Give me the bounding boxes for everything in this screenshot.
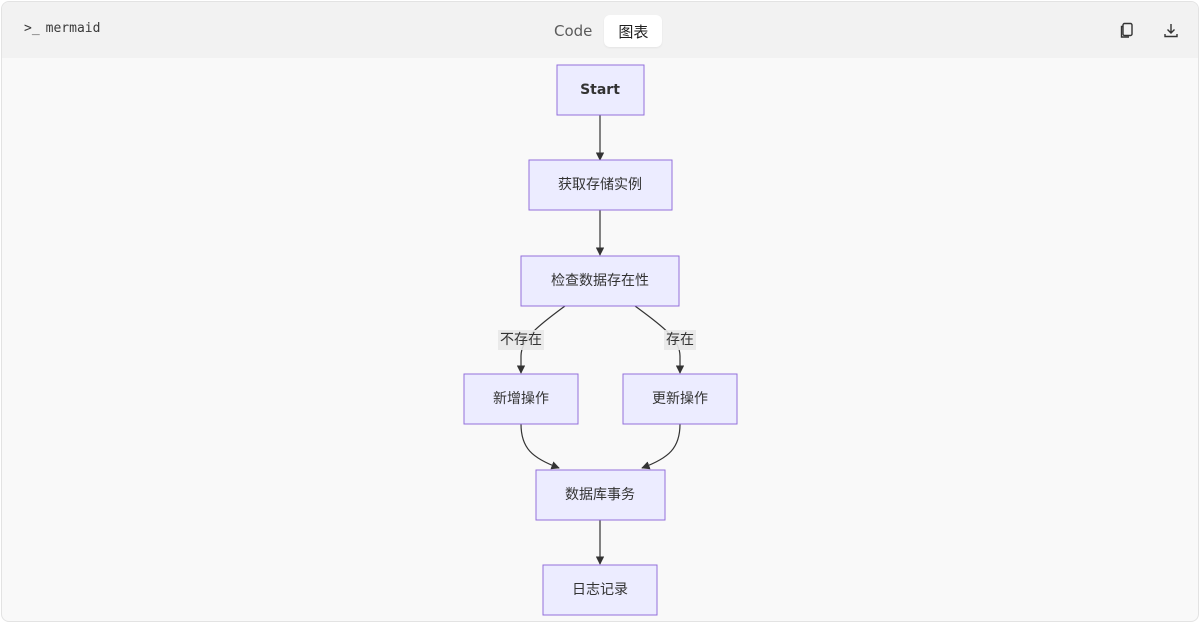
node-add: 新增操作: [463, 373, 579, 425]
node-get-storage: 获取存储实例: [528, 159, 673, 211]
node-update: 更新操作: [622, 373, 738, 425]
node-add-label: 新增操作: [493, 391, 549, 407]
tab-code[interactable]: Code: [554, 22, 593, 40]
node-update-label: 更新操作: [652, 391, 708, 407]
edge-label-exists: 存在: [664, 330, 696, 350]
node-transaction: 数据库事务: [535, 469, 666, 521]
node-start-label: Start: [580, 82, 620, 98]
copy-button[interactable]: [1116, 19, 1138, 41]
edge-label-not-exists: 不存在: [498, 330, 544, 350]
edge-label-exists-text: 存在: [666, 332, 694, 348]
diagram-canvas: 不存在 存在 Start 获取存储实例 检查数据存在性 新增操作: [2, 58, 1198, 621]
code-block-header: >_ mermaid Code 图表: [2, 2, 1198, 58]
node-get-storage-label: 获取存储实例: [558, 177, 642, 193]
node-start: Start: [556, 64, 645, 116]
language-name: mermaid: [45, 21, 101, 36]
node-check: 检查数据存在性: [520, 255, 680, 307]
node-check-label: 检查数据存在性: [551, 273, 649, 289]
edge-add-to-transaction: [520, 423, 560, 470]
download-button[interactable]: [1160, 19, 1182, 41]
node-log-label: 日志记录: [572, 582, 628, 598]
flowchart: 不存在 存在 Start 获取存储实例 检查数据存在性 新增操作: [463, 64, 738, 616]
edge-label-not-exists-text: 不存在: [500, 332, 542, 348]
node-log: 日志记录: [542, 564, 658, 616]
edge-update-to-transaction: [641, 423, 681, 470]
tab-diagram[interactable]: 图表: [604, 15, 663, 47]
download-icon: [1164, 24, 1178, 38]
copy-icon: [1120, 22, 1133, 38]
language-label: >_ mermaid: [24, 21, 100, 36]
node-transaction-label: 数据库事务: [565, 487, 635, 503]
terminal-icon: >_: [24, 21, 40, 36]
view-tabs: Code 图表: [546, 15, 663, 47]
